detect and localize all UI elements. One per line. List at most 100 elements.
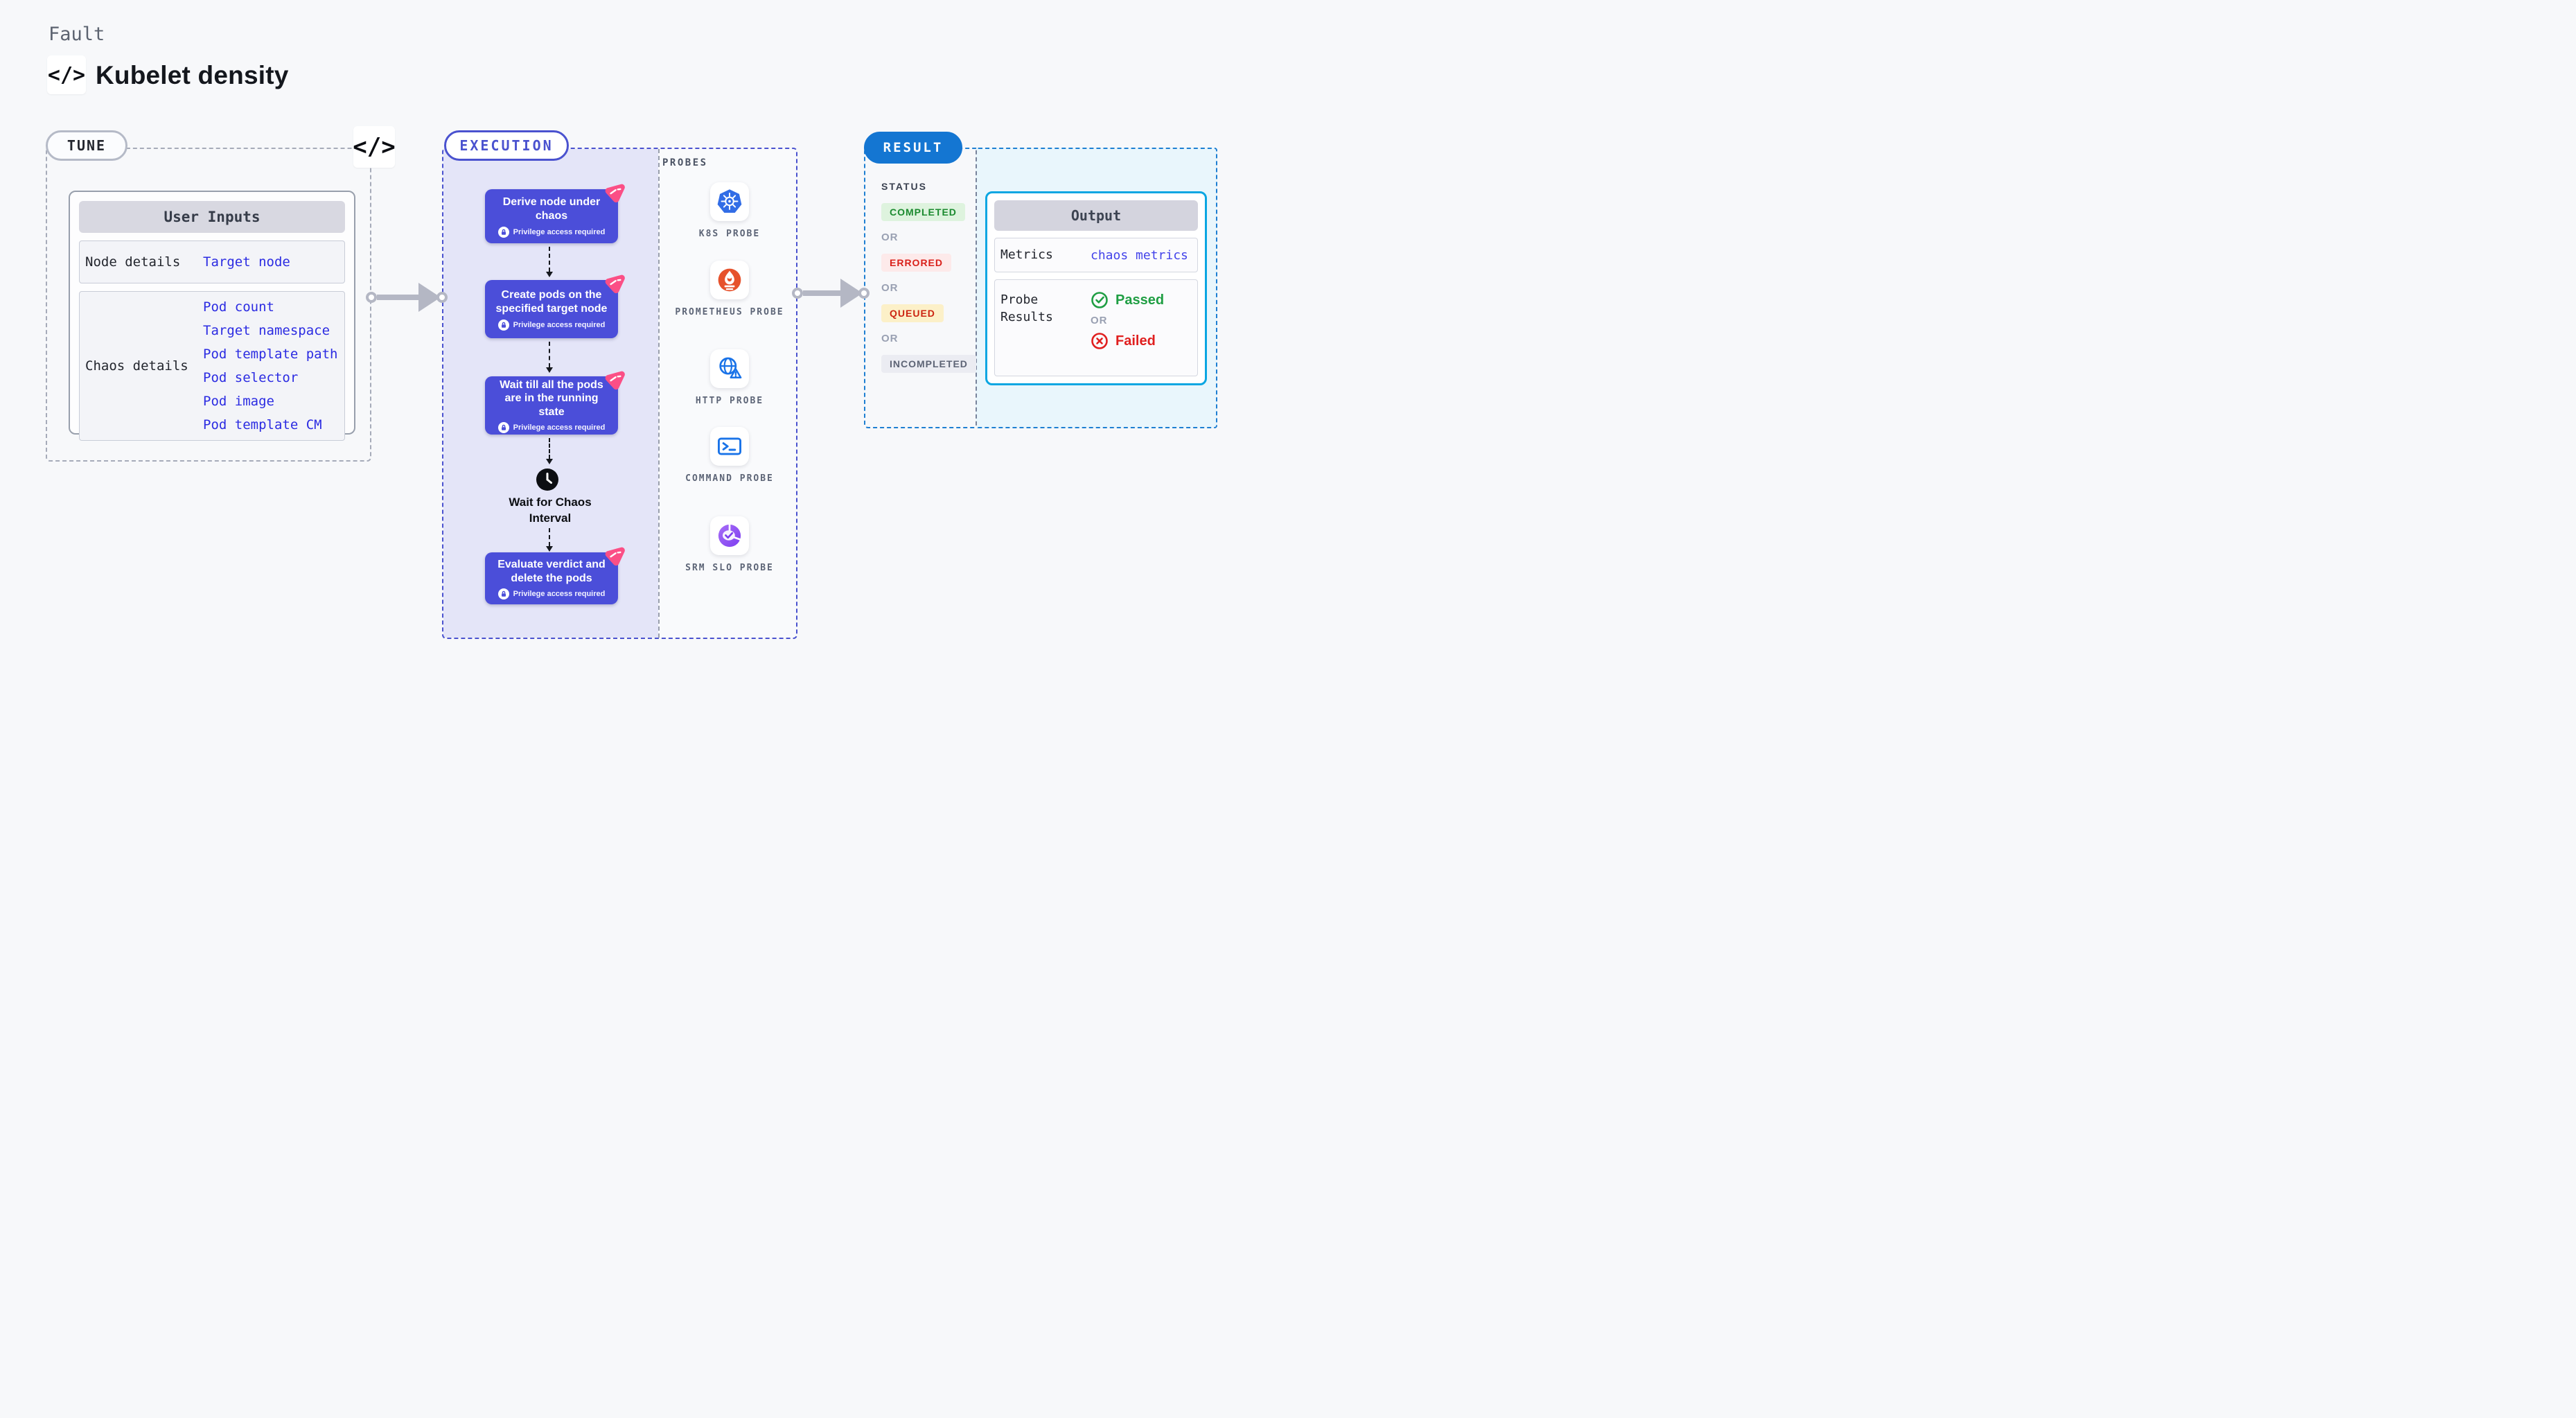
status-badge-errored: ERRORED (881, 254, 952, 272)
target-namespace-link[interactable]: Target namespace (203, 322, 330, 338)
privilege-note: Privilege access required (497, 226, 606, 238)
wait-for-chaos-interval-label: Wait for Chaos Interval (509, 496, 592, 525)
privilege-note-text: Privilege access required (513, 423, 606, 432)
page-title: Kubelet density (96, 61, 289, 89)
arrow-shaft (377, 295, 420, 300)
tune-badge: TUNE (46, 130, 127, 161)
privilege-note: Privilege access required (497, 588, 606, 600)
pod-template-path-link[interactable]: Pod template path (203, 346, 338, 362)
privilege-note-text: Privilege access required (513, 227, 606, 236)
metrics-label: Metrics (1000, 247, 1053, 263)
arrow-tune-to-execution (366, 283, 448, 312)
terminal-icon[interactable] (710, 427, 749, 466)
arrow-start-ring (792, 288, 803, 299)
execution-badge: EXECUTION (444, 130, 569, 161)
kubernetes-icon[interactable] (710, 182, 749, 221)
probes-title: PROBES (662, 157, 708, 168)
chaos-metrics-link[interactable]: chaos metrics (1091, 247, 1188, 263)
arrow-execution-to-result (792, 279, 870, 308)
litmus-chaos-icon (605, 371, 625, 390)
probe-label: SRM SLO PROBE (685, 563, 774, 573)
row-label: Chaos details (85, 358, 188, 374)
probes-panel (658, 149, 796, 638)
or-separator: OR (881, 282, 899, 294)
privilege-note: Privilege access required (497, 319, 606, 331)
target-node-link[interactable]: Target node (203, 254, 290, 270)
arrow-start-ring (366, 292, 377, 303)
probe-label: HTTP PROBE (695, 396, 764, 406)
result-badge-label: RESULT (883, 140, 944, 155)
execution-badge-label: EXECUTION (459, 137, 554, 154)
verdict-failed: Failed (1091, 332, 1164, 350)
lock-icon (497, 319, 509, 331)
probe-label: K8S PROBE (698, 229, 761, 239)
tune-badge-label: TUNE (67, 137, 107, 154)
code-icon-glyph: </> (47, 62, 86, 87)
arrow-end-ring (436, 292, 448, 303)
pod-count-link[interactable]: Pod count (203, 299, 274, 315)
probe-label: PROMETHEUS PROBE (675, 307, 784, 317)
step-connector (546, 438, 553, 464)
verdict-passed: Passed (1091, 291, 1164, 309)
step-evaluate-verdict: Evaluate verdict and delete the pods Pri… (485, 547, 625, 604)
privilege-note-text: Privilege access required (513, 590, 606, 599)
step-connector (546, 528, 553, 552)
probe-label: COMMAND PROBE (685, 473, 774, 484)
step-create-pods: Create pods on the specified target node… (485, 274, 625, 338)
step-wait-pods-running: Wait till all the pods are in the runnin… (485, 371, 625, 435)
user-inputs-header: User Inputs (79, 201, 345, 233)
step-title: Wait till all the pods are in the runnin… (500, 378, 603, 418)
result-badge: RESULT (864, 132, 962, 164)
status-badge-incompleted: INCOMPLETED (881, 355, 976, 373)
execution-section (442, 148, 797, 639)
table-row-chaos-details: Chaos details Pod count Target namespace… (79, 291, 345, 441)
code-icon: </> (47, 55, 86, 94)
code-icon-tune: </> (353, 126, 396, 168)
row-label: Node details (85, 254, 181, 270)
status-badge-completed: COMPLETED (881, 203, 965, 221)
arrow-end-ring (858, 288, 870, 299)
privilege-note: Privilege access required (497, 422, 606, 434)
passed-label: Passed (1115, 292, 1165, 308)
litmus-chaos-icon (605, 184, 625, 203)
prometheus-icon[interactable] (710, 261, 749, 299)
pod-template-cm-link[interactable]: Pod template CM (203, 417, 322, 432)
step-title: Derive node under chaos (502, 196, 601, 222)
failed-label: Failed (1115, 333, 1156, 349)
tune-section (46, 148, 371, 462)
step-connector (546, 247, 553, 277)
lock-icon (497, 422, 509, 434)
page: Fault </> Kubelet density TUNE </> User … (0, 0, 1288, 709)
privilege-note-text: Privilege access required (513, 320, 606, 329)
code-icon-glyph: </> (353, 133, 396, 161)
pod-image-link[interactable]: Pod image (203, 393, 274, 409)
or-separator: OR (1091, 315, 1108, 326)
metrics-row: Metrics chaos metrics (994, 238, 1198, 272)
http-globe-warning-icon[interactable] (710, 349, 749, 388)
lock-icon (497, 226, 509, 238)
user-inputs-card: User Inputs Node details Target node Cha… (69, 191, 355, 441)
status-title: STATUS (881, 181, 927, 192)
table-row-node-details: Node details Target node (79, 240, 345, 283)
status-badge-queued: QUEUED (881, 304, 944, 322)
or-separator: OR (881, 333, 899, 344)
x-circle-icon (1091, 333, 1108, 349)
step-title: Evaluate verdict and delete the pods (497, 558, 606, 584)
step-title: Create pods on the specified target node (495, 289, 608, 315)
litmus-chaos-icon (605, 274, 625, 294)
step-derive-node: Derive node under chaos Privilege access… (485, 184, 625, 243)
arrow-shaft (803, 290, 842, 296)
or-separator: OR (881, 231, 899, 243)
lock-icon (497, 588, 509, 600)
check-circle-icon (1091, 292, 1108, 308)
output-header: Output (994, 200, 1198, 231)
litmus-chaos-icon (605, 547, 625, 566)
fault-eyebrow: Fault (48, 24, 105, 45)
step-connector (546, 342, 553, 373)
clock-icon (535, 467, 560, 496)
slo-pie-check-icon[interactable] (710, 516, 749, 555)
probe-results-label: Probe Results (1000, 292, 1053, 325)
probe-results-row: Probe Results Passed OR Faile (994, 279, 1198, 376)
pod-selector-link[interactable]: Pod selector (203, 369, 299, 385)
output-card: Output Metrics chaos metrics Probe Resul… (985, 191, 1207, 385)
